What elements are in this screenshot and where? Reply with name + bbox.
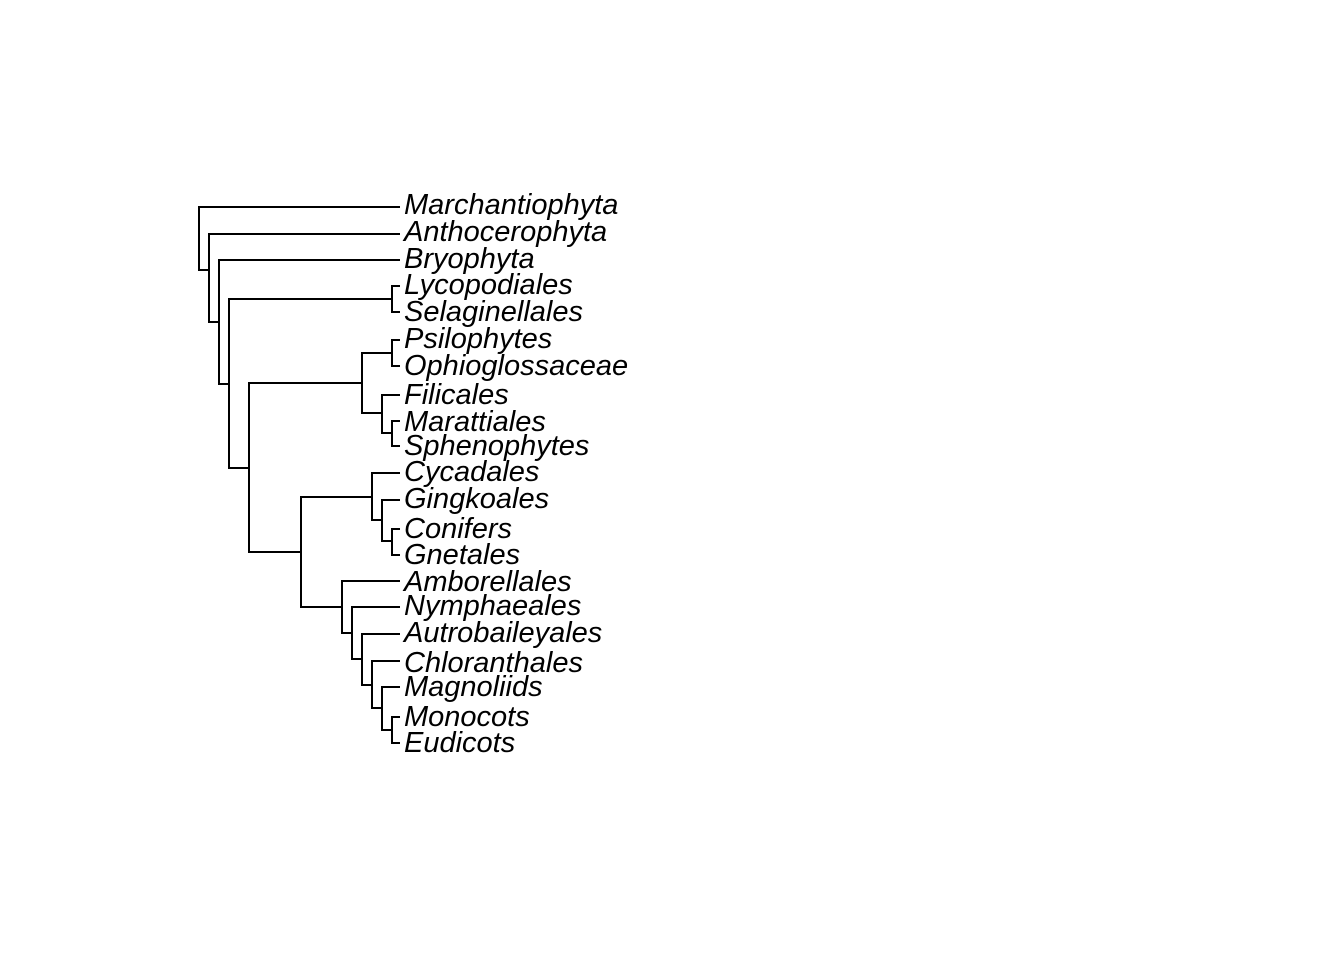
tip-label-eudicots: Eudicots — [404, 727, 515, 759]
tip-label-nymphaeales: Nymphaeales — [404, 590, 581, 622]
tip-label-chloranthales: Chloranthales — [404, 647, 583, 679]
tip-label-cycadales: Cycadales — [404, 456, 539, 488]
tip-label-bryophyta: Bryophyta — [404, 243, 535, 275]
tip-label-gingkoales: Gingkoales — [404, 483, 549, 515]
tip-label-conifers: Conifers — [404, 513, 512, 545]
tip-label-monocots: Monocots — [404, 701, 530, 733]
tip-label-selaginellales: Selaginellales — [404, 296, 583, 328]
tip-label-anthocerophyta: Anthocerophyta — [402, 216, 607, 248]
tip-label-magnoliids: Magnoliids — [404, 671, 543, 703]
tree-branches — [198, 206, 400, 744]
tip-label-psilophytes: Psilophytes — [404, 323, 552, 355]
tip-label-gnetales: Gnetales — [404, 539, 520, 571]
tip-labels: Marchantiophyta Anthocerophyta Bryophyta… — [402, 189, 628, 759]
tip-label-sphenophytes: Sphenophytes — [404, 430, 589, 462]
tip-label-filicales: Filicales — [404, 379, 509, 411]
tip-label-marchantiophyta: Marchantiophyta — [404, 189, 618, 221]
tip-label-autrobaileyales: Autrobaileyales — [402, 617, 602, 649]
tip-label-amborellales: Amborellales — [402, 566, 572, 598]
tip-label-lycopodiales: Lycopodiales — [404, 269, 573, 301]
tip-label-marattiales: Marattiales — [404, 406, 546, 438]
tip-label-ophioglossaceae: Ophioglossaceae — [404, 350, 628, 382]
